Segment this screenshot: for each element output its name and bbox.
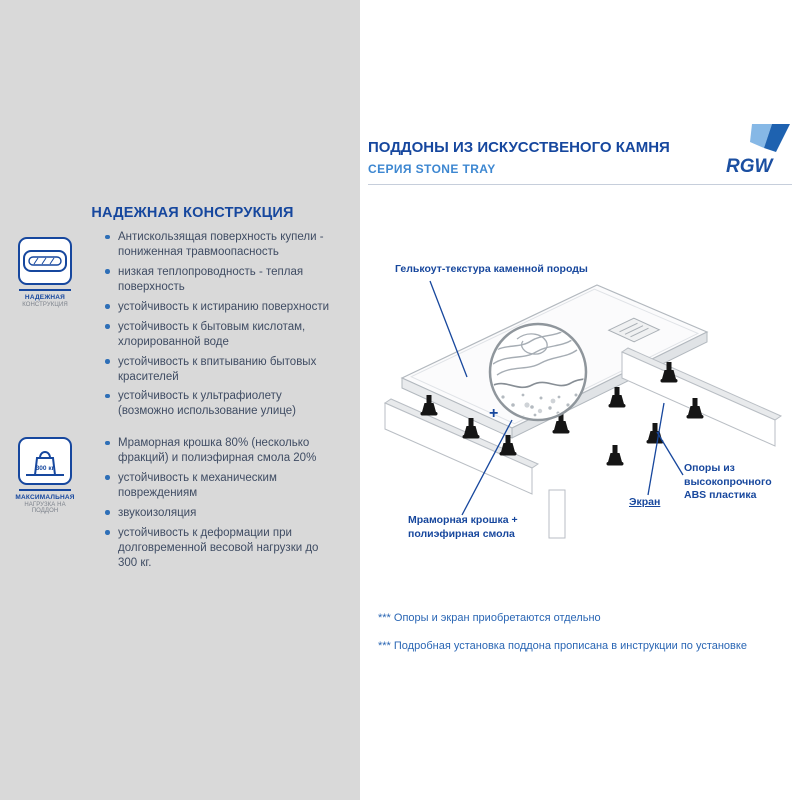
feature-item: устойчивость к механическим повреждениям [105,471,330,501]
feature-item: звукоизоляция [105,506,330,521]
features-material-list: Мраморная крошка 80% (несколько фракций)… [105,436,330,576]
leader-lines [429,280,684,516]
badge-subtitle: НАГРУЗКА НА ПОДДОН [24,502,66,514]
gelcoat-label: Гелькоут-текстура каменной породы [395,263,588,275]
rgw-logo: RGW [722,122,792,180]
supports-label: Опоры из высокопрочного ABS пластика [684,462,772,502]
feature-item: устойчивость к бытовым кислотам, хлориро… [105,320,330,350]
texture-magnifier: + [488,322,588,422]
marble-label-line1: Мраморная крошка + [408,514,518,526]
feature-item: низкая теплопроводность - теплая поверхн… [105,265,330,295]
feature-item: Мраморная крошка 80% (несколько фракций)… [105,436,330,466]
badge-title: МАКСИМАЛЬНАЯ [15,494,75,501]
tray-profile-icon [18,237,72,285]
badge-divider [19,489,71,491]
marble-label-line2: полиэфирная смола [408,527,515,540]
sidebar: НАДЕЖНАЯ КОНСТРУКЦИЯ НАДЕЖНАЯ КОНСТРУКЦИ… [0,0,360,800]
plus-mark: + [489,405,498,422]
badge-subtitle: КОНСТРУКЦИЯ [22,302,68,308]
page-title: ПОДДОНЫ ИЗ ИСКУССТВЕНОГО КАМНЯ [368,139,670,156]
badge-divider [19,289,71,291]
screen-panel-right [620,347,783,447]
badge-construction: НАДЕЖНАЯ КОНСТРУКЦИЯ [14,237,76,308]
logo-swoosh-dark [764,124,790,152]
leader-screen [647,402,665,496]
screen-corner-post [548,489,566,539]
footnote-installation: *** Подробная установка поддона прописан… [378,640,747,652]
features-construction-list: Антискользящая поверхность купели - пони… [105,230,330,424]
feature-item: Антискользящая поверхность купели - пони… [105,230,330,260]
feature-item: устойчивость к деформации при долговреме… [105,526,330,571]
header-divider [368,184,792,185]
marble-label: Мраморная крошка + полиэфирная смола [408,514,518,541]
product-illustration: + [383,280,783,539]
leader-gelcoat [429,280,468,378]
logo-text: RGW [726,156,775,177]
badge-title: НАДЕЖНАЯ [24,294,66,301]
feature-item: устойчивость к истиранию поверхности [105,300,330,313]
weight-icon: 300 кг [18,437,72,485]
footnote-accessories: *** Опоры и экран приобретаются отдельно [378,612,601,624]
screen-label: Экран [629,496,661,508]
leader-supports [656,431,684,476]
feature-item: устойчивость к ультрафиолету (возможно и… [105,389,330,419]
feature-item: устойчивость к впитыванию бытовых красит… [105,355,330,385]
logo-swoosh-light [750,124,772,148]
screen-panel-left [383,398,540,495]
badge-maxload: 300 кг МАКСИМАЛЬНАЯ НАГРУЗКА НА ПОДДОН [14,437,76,514]
sidebar-heading: НАДЕЖНАЯ КОНСТРУКЦИЯ [91,205,294,221]
leader-marble [461,419,513,516]
page-subtitle: СЕРИЯ STONE TRAY [368,162,496,176]
drain-cover [607,317,661,343]
weight-value: 300 кг [36,465,55,472]
